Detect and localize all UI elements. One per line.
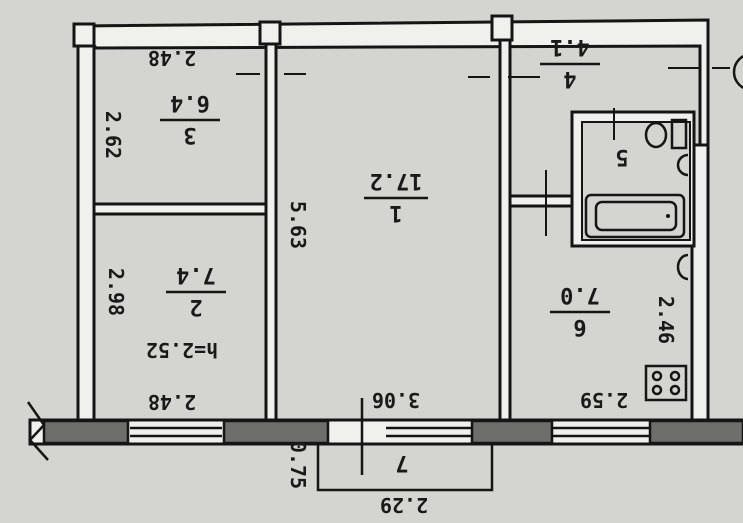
bathroom-door-wall (508, 194, 574, 208)
left-wall (76, 38, 96, 424)
room-6-label: 6 7.0 (550, 282, 610, 339)
column (258, 20, 282, 46)
room-area: 7.0 (560, 282, 600, 307)
column (72, 22, 96, 48)
room-number: 3 (183, 122, 196, 147)
dim-kitchen-width: 2.59 (580, 388, 628, 412)
wall-pier (42, 419, 130, 445)
stove-icon (644, 364, 688, 402)
wall-pier (648, 419, 743, 445)
partition-rooms-2-3 (92, 202, 268, 216)
room-area: 7.4 (176, 262, 216, 287)
ceiling-height: h=2.52 (146, 338, 218, 362)
bathtub (584, 193, 686, 239)
room-area: 17.2 (370, 168, 423, 193)
room-area: 4.1 (550, 34, 590, 59)
dim-room2-depth: 2.98 (104, 268, 128, 316)
room-7-number: 7 (395, 450, 408, 475)
room-2-label: 2 7.4 (166, 262, 226, 319)
room-number: 6 (573, 314, 586, 339)
room-number: 4 (563, 66, 576, 91)
section-marks (236, 54, 743, 236)
room-3-label: 3 6.4 (160, 90, 220, 147)
partition-room-1-and-6 (498, 38, 512, 424)
bathroom (508, 110, 696, 402)
sink-icon (676, 153, 689, 177)
room-number: 1 (389, 200, 402, 225)
wall-pier (222, 419, 330, 445)
room-4-label: 4 4.1 (540, 34, 600, 91)
balcony (316, 442, 494, 492)
dim-room3-depth: 2.62 (101, 111, 125, 159)
dim-room1-depth: 5.63 (286, 201, 310, 249)
dim-room2-width: 2.48 (148, 390, 196, 414)
room-number: 2 (189, 294, 202, 319)
dim-kitchen-depth: 2.46 (654, 296, 678, 344)
room-1-label: 1 17.2 (364, 168, 428, 225)
column (490, 14, 514, 42)
wall-pier (470, 419, 554, 445)
room-area: 6.4 (170, 90, 210, 115)
toilet-icon (644, 121, 668, 149)
kitchen-sink-icon (676, 253, 689, 281)
partition-rooms-2-3-and-1 (264, 42, 278, 424)
dim-room1-width: 3.06 (372, 388, 420, 412)
bottom-exterior-wall (28, 418, 743, 446)
dim-balcony-width: 2.29 (380, 493, 428, 517)
dim-room3-width: 2.48 (148, 46, 196, 70)
dim-balcony-depth: 0.75 (286, 441, 310, 489)
walls (26, 14, 743, 492)
break-line (26, 401, 49, 461)
room-5-number: 5 (615, 144, 628, 169)
